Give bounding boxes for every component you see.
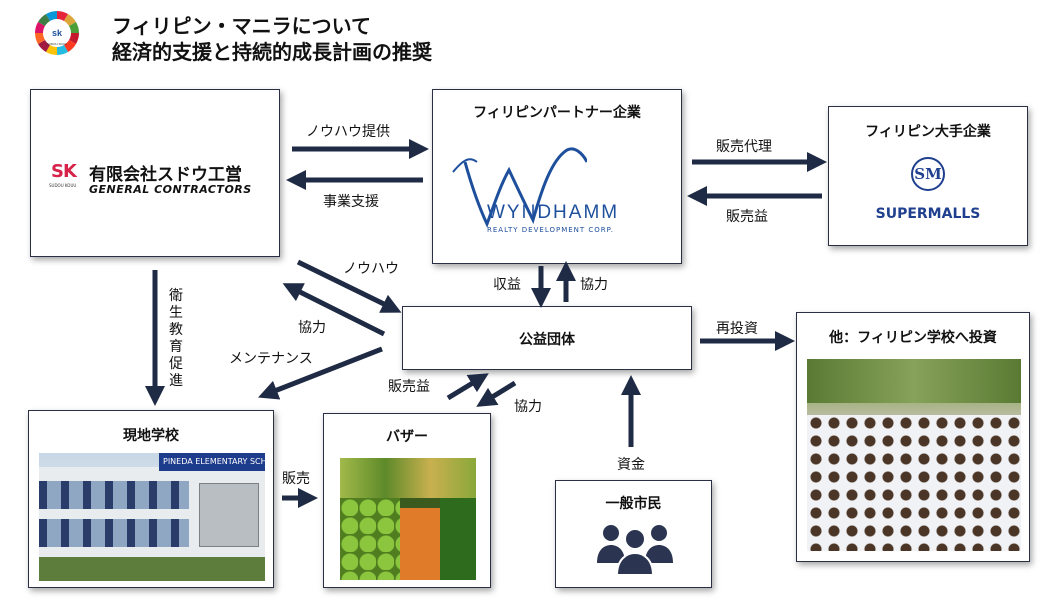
- partner-logo-name: WYNDHAMM: [487, 202, 620, 223]
- label-knowhow: ノウハウ: [343, 261, 399, 277]
- label-sales-profit-major: 販売益: [726, 209, 768, 225]
- label-sales-profit-bazaar: 販売益: [388, 379, 430, 395]
- students-photo: [807, 359, 1021, 551]
- sdgs-logo-text: SUDOU KOUU: [46, 42, 68, 46]
- label-cooperation-bazaar: 協力: [514, 399, 542, 415]
- partner-company-title: フィリピンパートナー企業: [473, 105, 641, 121]
- sudou-company-box: SK SUDOU KOUU 有限会社スドウ工営 GENERAL CONTRACT…: [30, 89, 280, 257]
- local-school-title: 現地学校: [123, 428, 179, 444]
- arrow-knowhow: [296, 259, 402, 313]
- sudou-company-name: 有限会社スドウ工営: [89, 165, 242, 185]
- label-sales-agent: 販売代理: [716, 139, 772, 155]
- page-title: フィリピン・マニラについて 経済的支援と持続的成長計画の推奨: [112, 13, 432, 65]
- school-windows-row2: [39, 519, 189, 547]
- major-company-title: フィリピン大手企業: [865, 124, 991, 140]
- label-cooperation-up: 協力: [580, 277, 608, 293]
- label-cooperation-left: 協力: [298, 320, 326, 336]
- citizens-title: 一般市民: [605, 496, 662, 512]
- label-funds: 資金: [617, 457, 645, 473]
- label-sales: 販売: [282, 471, 310, 487]
- sudou-company-sub: GENERAL CONTRACTORS: [89, 183, 252, 196]
- arrow-cooperation-left: [282, 283, 386, 337]
- sudou-logo-sub: SUDOU KOUU: [49, 183, 77, 188]
- trees-background: [807, 359, 1021, 403]
- other-schools-title: 他：フィリピン学校へ投資: [829, 330, 997, 346]
- school-plaque: [199, 483, 259, 547]
- vegetables-top: [340, 458, 476, 498]
- sdgs-wheel-icon: sk: [35, 11, 79, 55]
- arrow-sales-profit-bazaar: [446, 373, 489, 401]
- greens: [440, 498, 476, 580]
- school-windows-row1: [39, 481, 189, 509]
- label-hygiene: 衛生教育促進: [169, 288, 183, 389]
- school-sign: PINEDA ELEMENTARY SCHOOL: [159, 453, 265, 471]
- bazaar-box: バザー: [323, 413, 491, 588]
- citizens-box: 一般市民: [555, 480, 712, 588]
- label-revenue: 収益: [493, 277, 521, 293]
- sm-logo-name: SUPERMALLS: [875, 206, 981, 222]
- label-maintenance: メンテナンス: [229, 351, 313, 367]
- local-school-box: 現地学校 PINEDA ELEMENTARY SCHOOL: [28, 410, 274, 588]
- label-knowhow-provide: ノウハウ提供: [306, 124, 390, 140]
- squash: [400, 508, 440, 580]
- page-title-line1: フィリピン・マニラについて: [112, 14, 371, 38]
- public-org-title: 公益団体: [519, 332, 575, 348]
- sm-logo-mark: SM: [914, 165, 942, 183]
- sudou-logo-icon: SK SUDOU KOUU: [49, 161, 79, 191]
- bazaar-title: バザー: [386, 429, 428, 445]
- page-title-line2: 経済的支援と持続的成長計画の推奨: [112, 40, 432, 64]
- students-crowd: [807, 415, 1021, 551]
- major-company-box: フィリピン大手企業 SM SUPERMALLS: [828, 106, 1028, 246]
- label-reinvest: 再投資: [716, 321, 758, 337]
- sdgs-logo: sk SUDOU KOUU: [34, 10, 80, 56]
- arrow-maintenance: [258, 346, 383, 400]
- sm-logo-icon: SM: [911, 157, 945, 191]
- label-business-support: 事業支援: [323, 194, 379, 210]
- svg-text:sk: sk: [52, 28, 63, 38]
- wyndhamm-w-icon: [452, 147, 587, 228]
- arrow-cooperation-bazaar: [476, 380, 517, 407]
- school-sign-text: PINEDA ELEMENTARY SCHOOL: [163, 457, 265, 466]
- limes: [340, 498, 400, 580]
- public-org-box: 公益団体: [402, 306, 692, 370]
- school-trees: [39, 557, 265, 581]
- school-photo: PINEDA ELEMENTARY SCHOOL: [39, 453, 265, 581]
- bazaar-photo: [340, 458, 476, 580]
- sudou-logo-mark: SK: [51, 161, 77, 182]
- people-group-icon: [597, 525, 673, 575]
- other-schools-box: 他：フィリピン学校へ投資: [796, 312, 1030, 562]
- partner-logo-sub: REALTY DEVELOPMENT CORP.: [487, 226, 615, 234]
